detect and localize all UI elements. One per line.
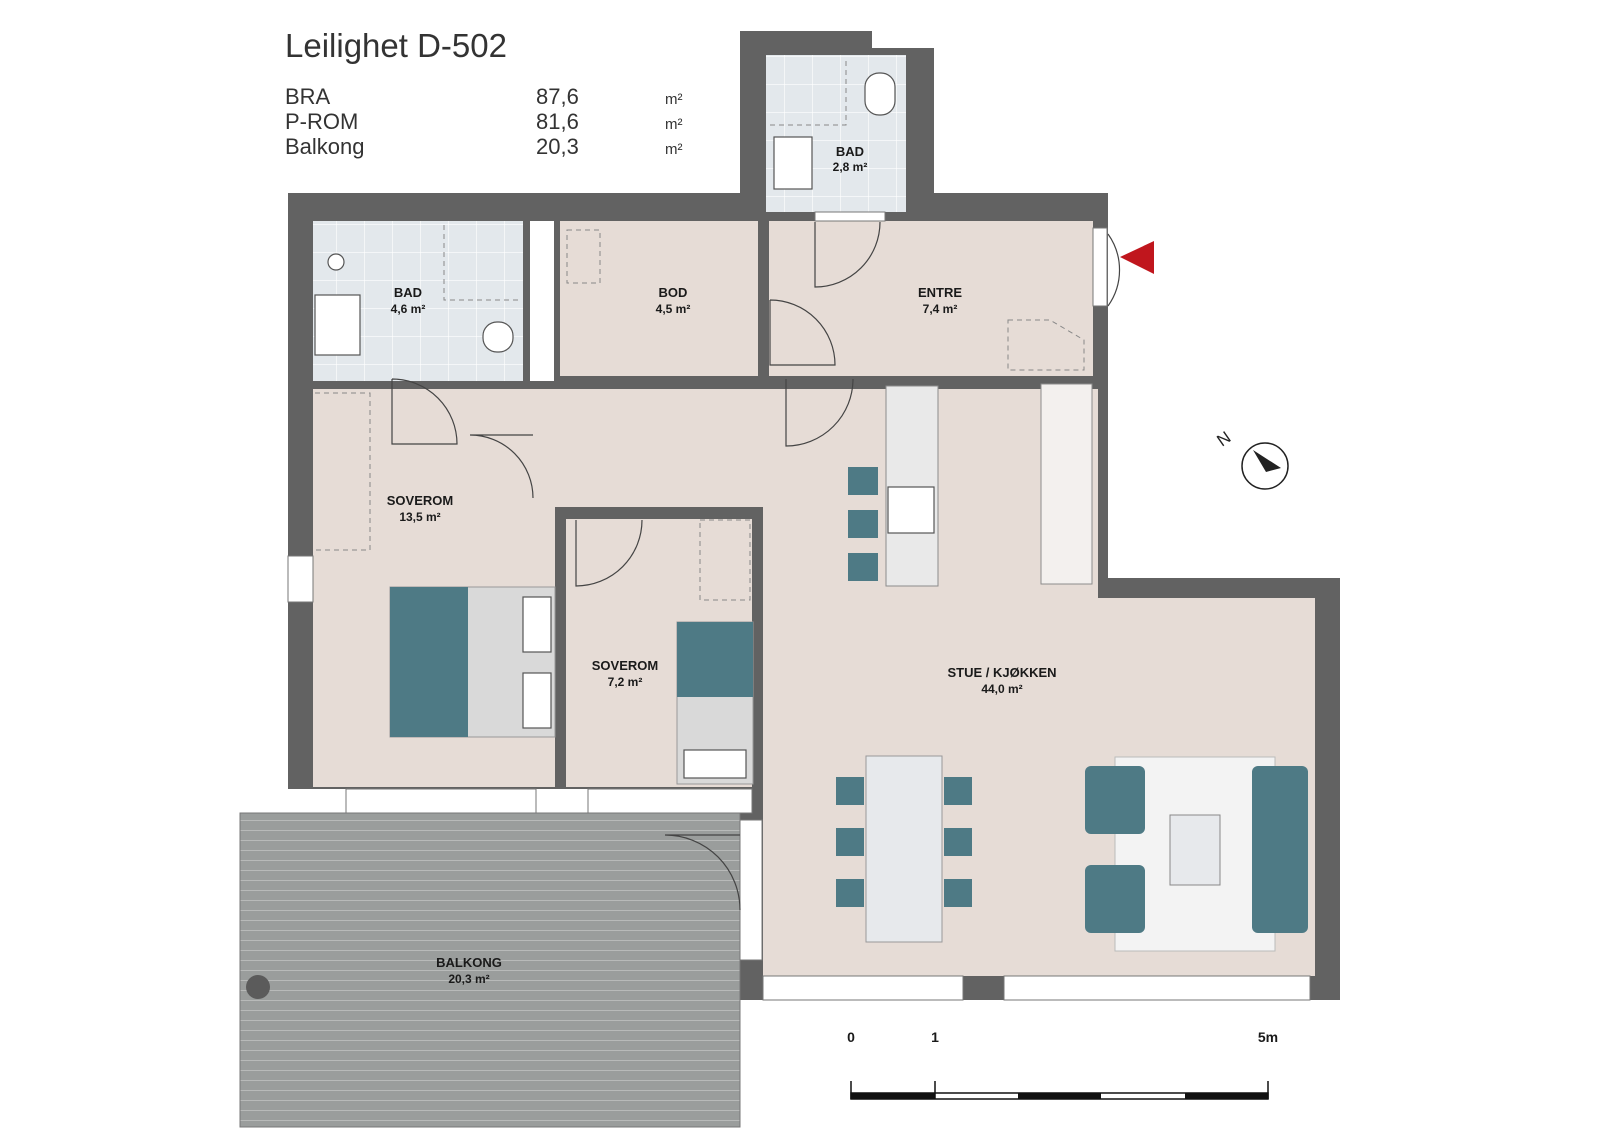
stat-label-balkong: Balkong [285,134,365,159]
scale-label-5m: 5m [1258,1029,1278,1045]
door-entre-bad [814,221,881,288]
room-name-bad: BAD [394,285,422,300]
bed-duvet-top [390,587,468,661]
room-labels: BAD 2,8 m² BAD 4,6 m² BOD 4,5 m² ENTRE 7… [387,144,1057,986]
window-stue-left [762,975,964,1001]
shower-outline [443,225,518,301]
balcony [239,812,763,1128]
soverom2-wardrobe-outline [699,519,751,601]
bar-stool-1 [848,467,878,495]
scale-label-1: 1 [931,1029,939,1045]
room-area-entre: 7,4 m² [923,302,958,316]
scale-segment-3 [1018,1093,1101,1099]
stat-value-bra: 87,6 [536,84,579,109]
drain-bath-icon [327,253,345,271]
window-soverom1 [345,788,537,814]
room-area-stue: 44,0 m² [981,682,1022,696]
door-bod [769,299,836,366]
room-area-soverom1: 13,5 m² [399,510,440,524]
stat-label-bra: BRA [285,84,331,109]
stat-label-prom: P-ROM [285,109,358,134]
entre-floor [769,221,1093,376]
single-bed-pillow [683,749,747,779]
kitchen-island [885,385,939,587]
room-name-soverom1: SOVEROM [387,493,453,508]
bod-floor [560,221,758,376]
toilet-top-icon [864,72,896,116]
shower-top-outline [770,60,847,126]
entrance-arrow-icon [1120,241,1154,274]
armchair-1 [1085,766,1145,834]
room-area-bad: 4,6 m² [391,302,426,316]
room-area-bod: 4,5 m² [656,302,691,316]
bod-shelf-outline [566,229,601,284]
balcony-door-swing [664,834,741,911]
room-name-balkong: BALKONG [436,955,502,970]
sofa [1252,766,1308,933]
kitchen-counter [1040,383,1093,585]
stat-unit-prom: m² [665,116,683,133]
furniture [389,385,1308,952]
scale-label-0: 0 [847,1029,855,1045]
stat-unit-bra: m² [665,91,683,108]
entrance-frame [1092,227,1108,307]
doors [391,221,1121,587]
toilet-icon [482,321,514,353]
room-name-stue: STUE / KJØKKEN [947,665,1056,680]
soverom1-wardrobe-outline [315,392,371,551]
window-bad-top [814,211,886,222]
dining-table [865,755,943,943]
room-area-balkong: 20,3 m² [448,972,489,986]
room-name-soverom2: SOVEROM [592,658,658,673]
room-name-bod: BOD [659,285,688,300]
shaft [530,221,554,381]
dining-chair-6 [944,879,972,907]
balcony-deck [239,812,741,1128]
stat-unit-balkong: m² [665,141,683,158]
plan-title: Leilighet D-502 [285,27,507,64]
scale-segment-5 [1185,1093,1268,1099]
cooktop-icon [887,486,935,534]
window-soverom2 [587,788,753,814]
room-name-bad-top: BAD [836,144,864,159]
pillow-top [522,596,552,653]
compass-needle [1253,450,1281,472]
window-stue-right [1003,975,1311,1001]
room-area-soverom2: 7,2 m² [608,675,643,689]
door-bad [391,378,458,445]
door-entrance [1107,233,1121,307]
sink-top-icon [773,136,813,190]
compass-label: N [1213,428,1234,451]
stat-value-balkong: 20,3 [536,134,579,159]
windows [287,211,1311,1001]
pillow-bottom [522,672,552,729]
scale-segment-1 [851,1093,935,1099]
drain-icon [246,975,270,999]
dining-chair-5 [944,828,972,856]
bathroom-fixtures [314,60,1085,601]
bar-stool-3 [848,553,878,581]
dining-chair-3 [836,879,864,907]
stats-table: BRA 87,6 m² P-ROM 81,6 m² Balkong 20,3 m… [285,84,683,159]
balcony-door-frame [739,819,763,961]
door-soverom1 [469,434,534,499]
bar-stool-2 [848,510,878,538]
scale-bar: 0 1 5m [847,1029,1278,1100]
room-area-bad-top: 2,8 m² [833,160,868,174]
compass: N [1213,428,1289,490]
dining-chair-1 [836,777,864,805]
door-hall [785,378,854,447]
room-name-entre: ENTRE [918,285,962,300]
door-soverom2 [575,519,643,587]
single-bed-duvet [677,622,753,697]
armchair-2 [1085,865,1145,933]
sink-icon [314,294,361,356]
dining-chair-2 [836,828,864,856]
stat-value-prom: 81,6 [536,109,579,134]
coffee-table [1169,814,1221,886]
dining-chair-4 [944,777,972,805]
window-west [287,555,314,603]
bed-duvet-bottom [390,661,468,737]
